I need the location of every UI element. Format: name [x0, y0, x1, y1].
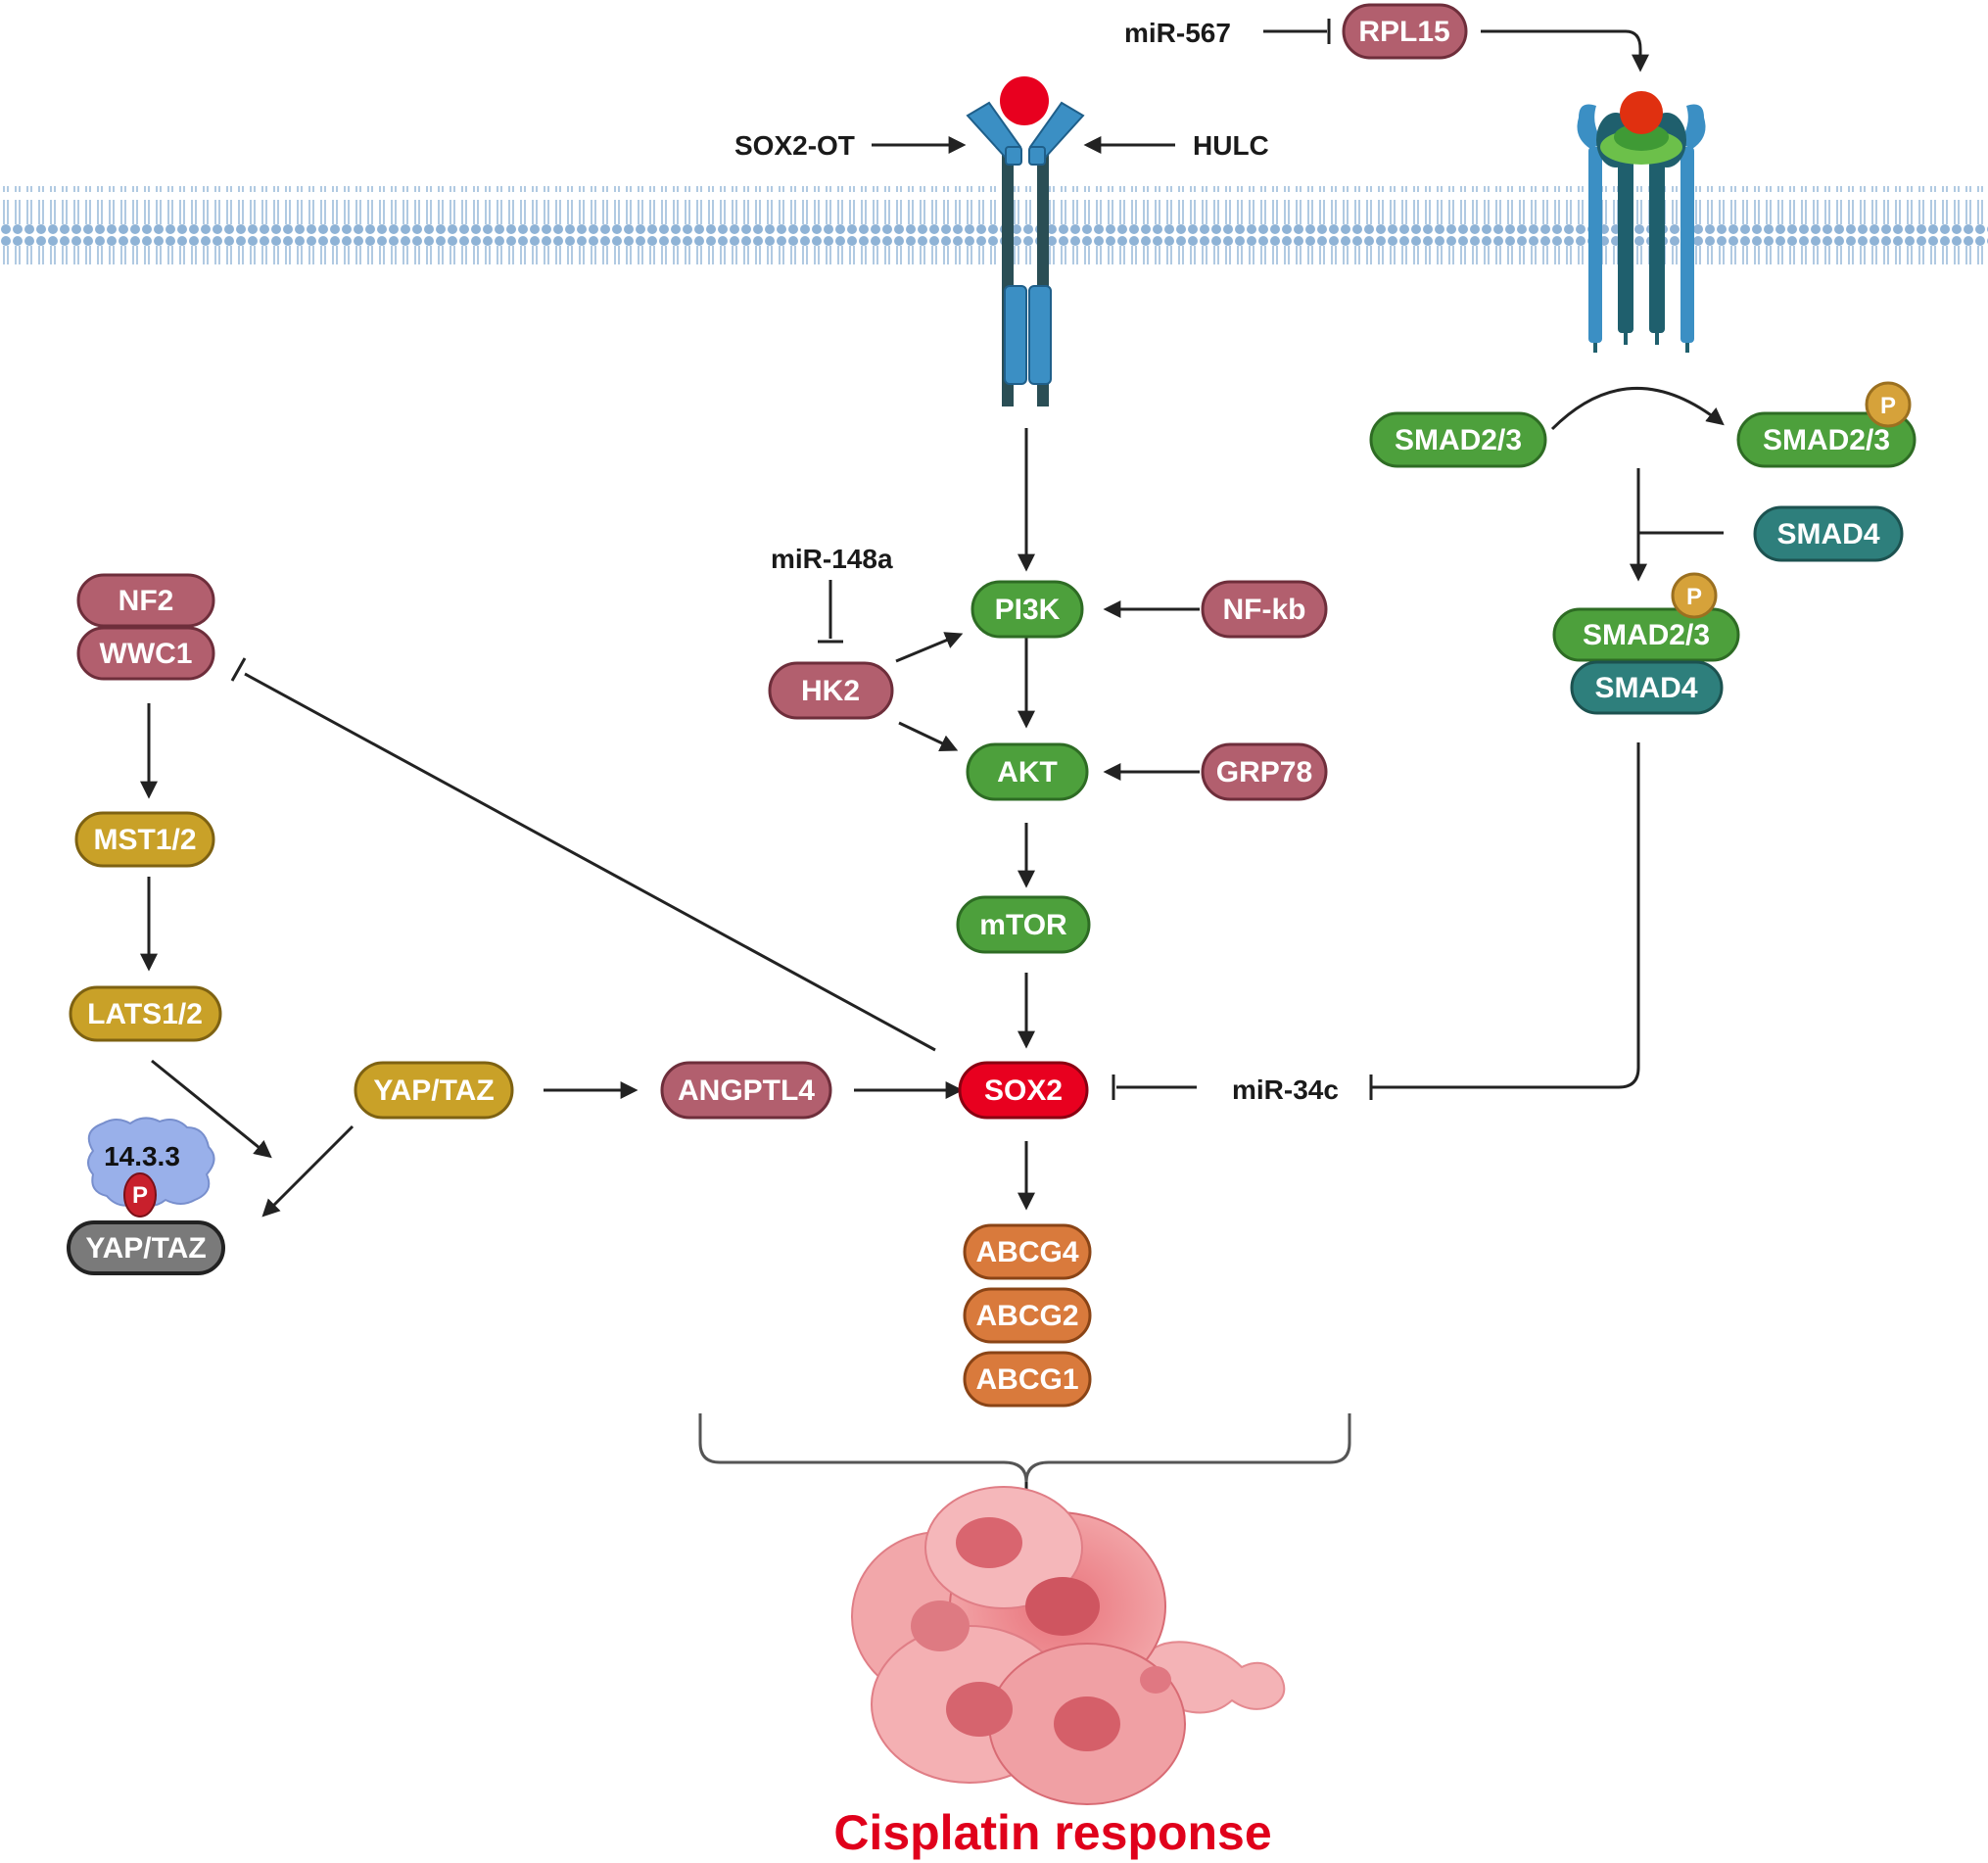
node-angptl4: ANGPTL4	[660, 1061, 832, 1120]
node-abcg-transporters: ABCG4 ABCG2 ABCG1	[963, 1223, 1092, 1408]
svg-text:AKT: AKT	[997, 756, 1058, 788]
node-pi3k: PI3K	[970, 580, 1084, 639]
node-smad-complex: SMAD2/3 SMAD4 P	[1552, 572, 1740, 715]
node-smad23: SMAD2/3	[1369, 411, 1547, 468]
protein-1433-blob	[87, 1117, 215, 1208]
node-sox2: SOX2	[958, 1061, 1089, 1120]
svg-text:14.3.3: 14.3.3	[104, 1141, 180, 1171]
node-nf2-wwc1: NF2 WWC1	[76, 573, 215, 681]
mir148a-label: miR-148a	[771, 544, 893, 574]
ligand-red-dot	[1000, 76, 1049, 125]
svg-text:NF2: NF2	[118, 585, 174, 617]
svg-text:SMAD2/3: SMAD2/3	[1395, 424, 1522, 456]
mir567-label: miR-567	[1124, 18, 1231, 48]
svg-text:YAP/TAZ: YAP/TAZ	[373, 1075, 494, 1107]
svg-text:ABCG4: ABCG4	[975, 1236, 1078, 1268]
ligand-red-dot	[1620, 91, 1663, 134]
svg-text:SOX2: SOX2	[984, 1075, 1063, 1107]
svg-text:SMAD4: SMAD4	[1776, 518, 1879, 550]
phospho-badge	[1865, 381, 1912, 428]
node-lats12: LATS1/2	[69, 985, 222, 1042]
node-akt: AKT	[966, 742, 1089, 801]
node-nfkb: NF-kb	[1201, 580, 1328, 639]
outcome-title: Cisplatin response	[833, 1805, 1271, 1860]
node-grp78: GRP78	[1201, 742, 1328, 801]
svg-text:WWC1: WWC1	[100, 638, 193, 670]
tgf-beta-receptor	[1577, 91, 1706, 353]
svg-text:P: P	[132, 1182, 148, 1209]
svg-text:NF-kb: NF-kb	[1223, 594, 1306, 626]
phospho-badge	[123, 1172, 157, 1218]
svg-text:P: P	[1880, 393, 1896, 419]
svg-text:LATS1/2: LATS1/2	[87, 998, 203, 1030]
connectors	[140, 19, 1725, 1517]
svg-text:YAP/TAZ: YAP/TAZ	[85, 1232, 206, 1265]
node-hk2: HK2	[768, 661, 894, 720]
node-yaptaz-active: YAP/TAZ	[354, 1061, 514, 1120]
svg-text:mTOR: mTOR	[979, 909, 1067, 941]
svg-text:RPL15: RPL15	[1358, 16, 1449, 48]
mir34c-label: miR-34c	[1232, 1075, 1339, 1105]
phospho-badge	[1671, 572, 1718, 619]
node-smad23-phospho: SMAD2/3 P	[1736, 381, 1917, 468]
svg-text:SMAD2/3: SMAD2/3	[1583, 619, 1710, 651]
node-smad4: SMAD4	[1753, 505, 1904, 562]
tumor-cell-cluster	[851, 1486, 1286, 1805]
svg-text:GRP78: GRP78	[1216, 756, 1312, 788]
hulc-label: HULC	[1193, 130, 1269, 161]
svg-text:SMAD4: SMAD4	[1594, 672, 1697, 704]
receptor-tyrosine-kinase	[966, 76, 1085, 406]
svg-text:HK2: HK2	[801, 675, 860, 707]
svg-text:SMAD2/3: SMAD2/3	[1763, 424, 1890, 456]
svg-text:P: P	[1686, 584, 1702, 610]
svg-text:MST1/2: MST1/2	[93, 824, 196, 856]
node-rpl15: RPL15	[1342, 3, 1468, 60]
node-mtor: mTOR	[956, 895, 1091, 954]
svg-text:ABCG1: ABCG1	[975, 1363, 1078, 1396]
node-yaptaz-1433-complex: 14.3.3 YAP/TAZ P	[67, 1117, 225, 1275]
node-mst12: MST1/2	[74, 811, 215, 868]
svg-text:ABCG2: ABCG2	[975, 1300, 1078, 1332]
svg-text:PI3K: PI3K	[995, 594, 1061, 626]
sox2ot-label: SOX2-OT	[734, 130, 855, 161]
svg-text:ANGPTL4: ANGPTL4	[678, 1075, 815, 1107]
